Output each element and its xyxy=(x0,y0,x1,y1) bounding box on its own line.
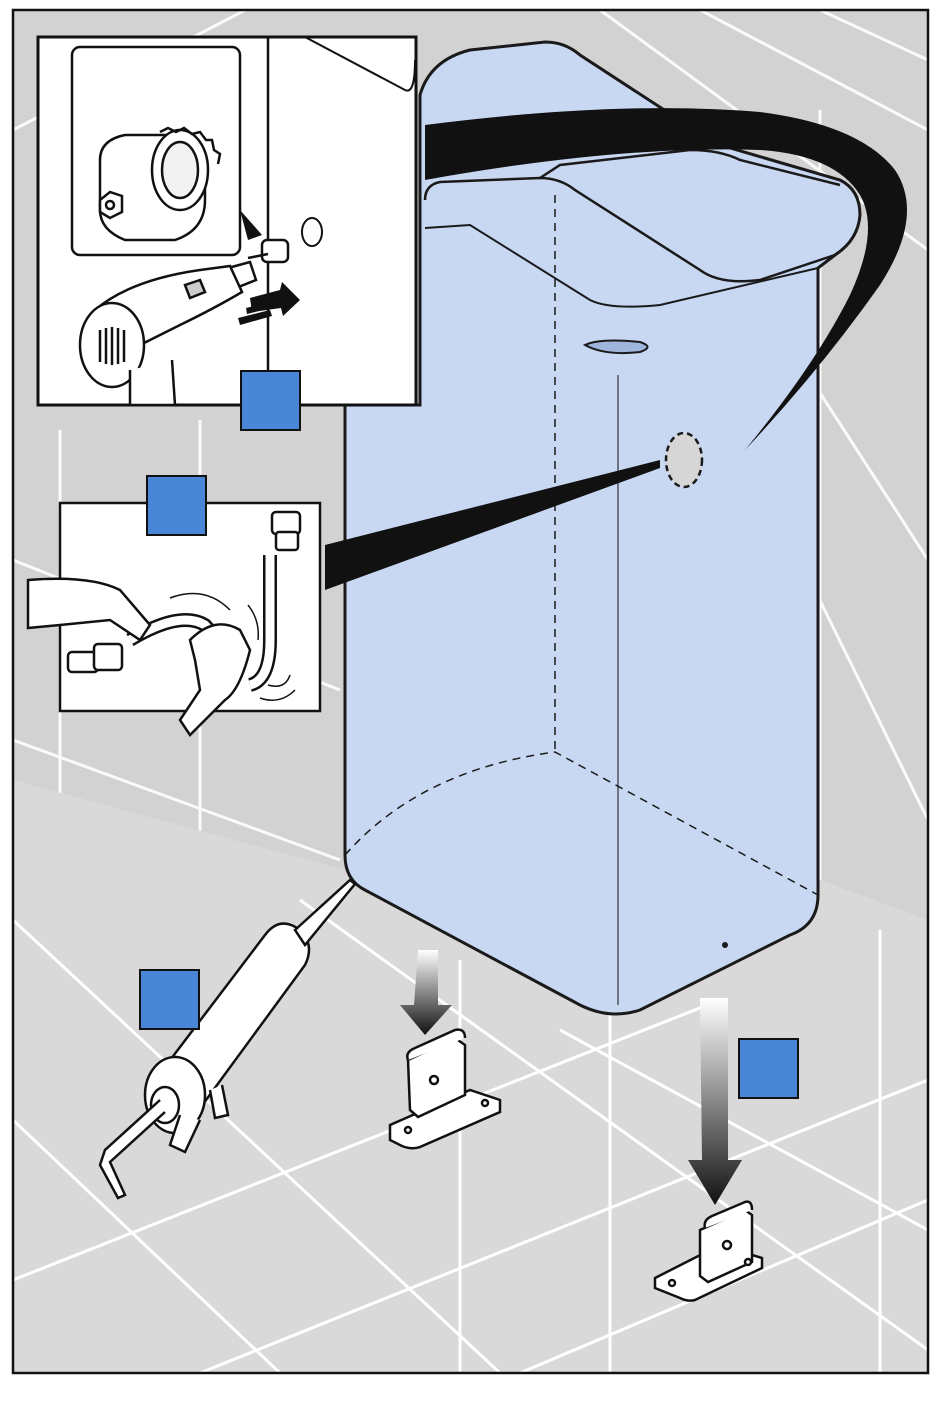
step-marker-drill xyxy=(241,371,300,430)
step-marker-bracket xyxy=(739,1039,798,1098)
inset-drill xyxy=(38,37,416,405)
step-marker-hose xyxy=(147,476,206,535)
tank-drain-hole xyxy=(722,942,728,948)
step-marker-sealant xyxy=(140,970,199,1029)
drill-hole-marker xyxy=(666,433,702,487)
inset-hose xyxy=(28,503,320,735)
